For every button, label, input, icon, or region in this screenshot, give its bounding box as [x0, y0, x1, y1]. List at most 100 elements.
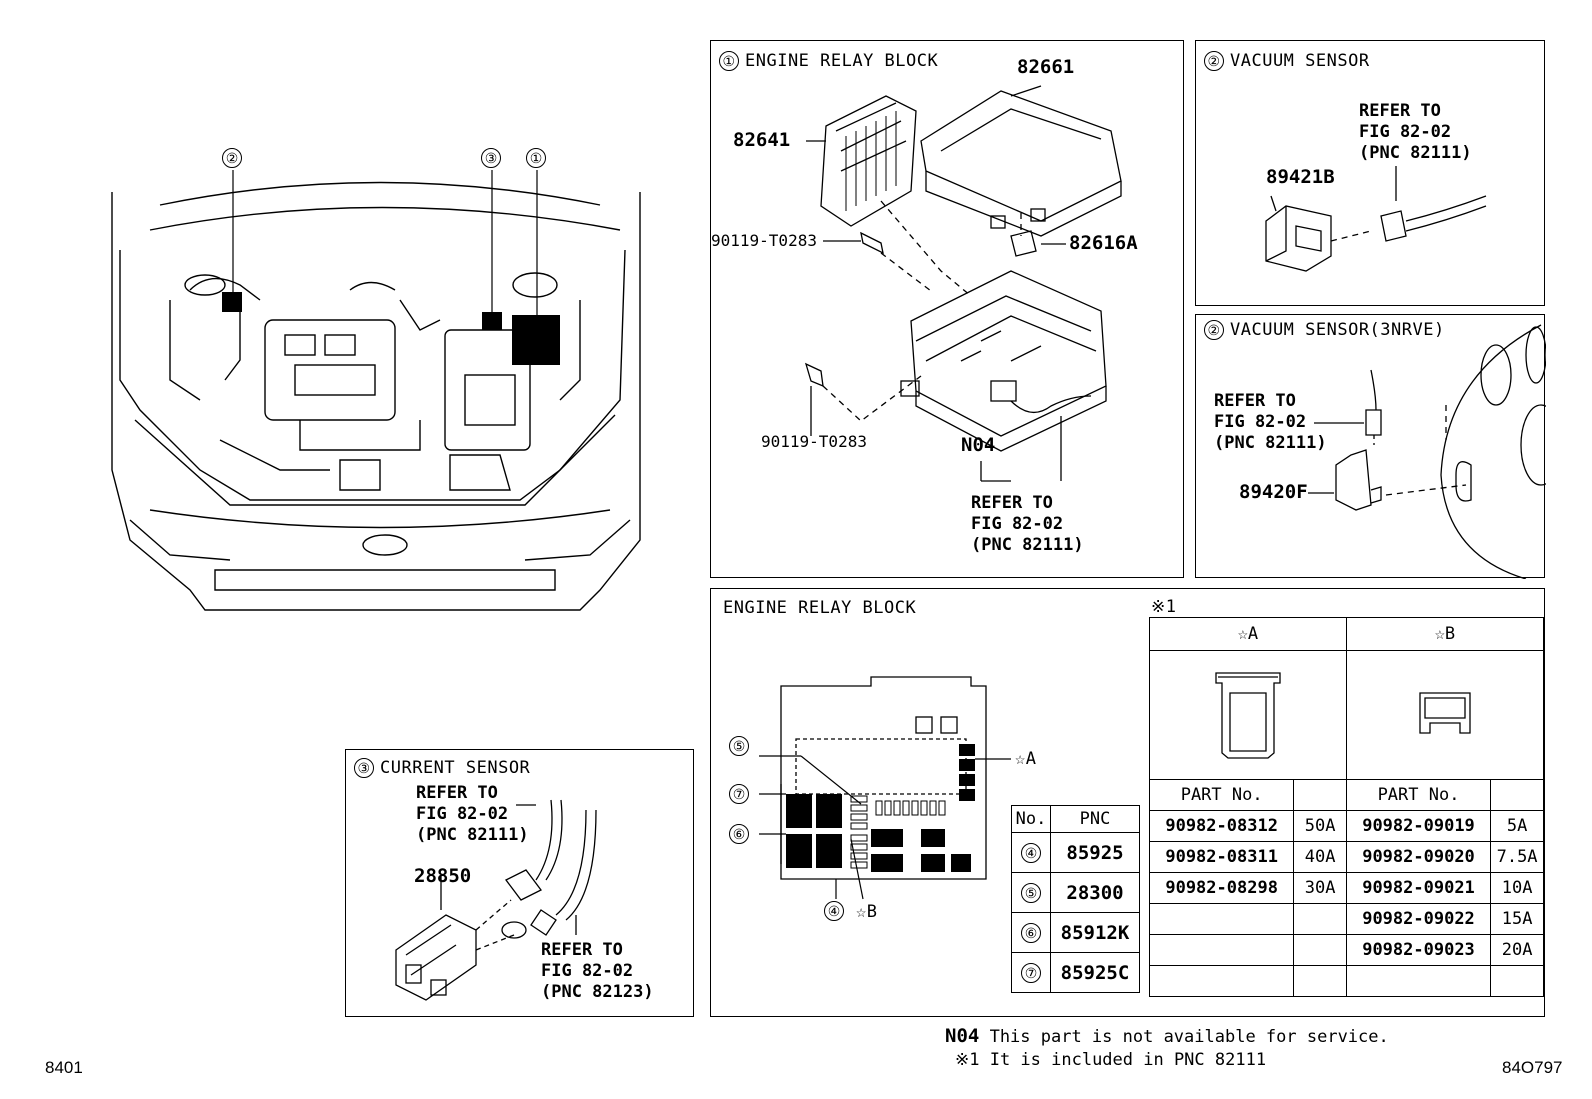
panel-title-text: VACUUM SENSOR(3NRVE) [1230, 320, 1445, 340]
fuse-b-part: 90982-09021 [1345, 872, 1492, 904]
vacuum-sensor-drawing [1265, 166, 1487, 272]
table-row: 90982-08312 50A 90982-09019 5A [1148, 810, 1544, 842]
table-row: 90982-09022 15A [1148, 903, 1544, 935]
amp-header-a [1293, 779, 1347, 811]
fuse-a-part: 90982-08311 [1148, 841, 1295, 873]
callout-circle-7: ⑦ [729, 783, 749, 804]
pnc-circle: ⑦ [1021, 962, 1041, 983]
callout-circle-5: ⑤ [729, 735, 749, 756]
fuse-b-part: 90982-09020 [1345, 841, 1492, 873]
fuse-b-amp [1490, 965, 1544, 997]
part-number-bolt-bottom: 90119-T0283 [761, 432, 867, 451]
pnc-header-row: No. PNC [1011, 805, 1140, 833]
fuse-header-row: ☆A ☆B [1149, 617, 1545, 651]
part-no-header-a: PART No. [1148, 779, 1295, 811]
fuse-a-amp: 30A [1293, 872, 1347, 904]
engine-callout-1: ① [526, 147, 552, 168]
fuse-image-row [1149, 650, 1545, 780]
fuse-a-part [1148, 903, 1295, 935]
fuse-table: ☆A ☆B [1148, 617, 1545, 997]
fuse-b-part [1345, 965, 1492, 997]
fuse-col-a-header: ☆A [1149, 617, 1347, 651]
part-number-82641: 82641 [733, 129, 791, 151]
footer-left-code: 8401 [45, 1058, 83, 1077]
current-sensor-drawing [395, 799, 597, 1001]
panel-title: ③ CURRENT SENSOR [354, 758, 530, 778]
pnc-value: 28300 [1050, 872, 1140, 913]
engine-callout-3: ③ [481, 147, 507, 168]
pnc-value: 85925C [1050, 952, 1140, 993]
fuse-a-amp [1293, 903, 1347, 935]
table-row: 90982-08298 30A 90982-09021 10A [1148, 872, 1544, 904]
fuse-b-amp: 20A [1490, 934, 1544, 966]
callout-circle-3: ③ [481, 147, 501, 168]
pnc-no: ⑤ [1011, 872, 1051, 913]
fuse-a-amp [1293, 965, 1347, 997]
star-b-label: ☆B [856, 902, 878, 922]
fuse-b-amp: 15A [1490, 903, 1544, 935]
fuse-a-icon [1215, 671, 1281, 759]
panel-title: ② VACUUM SENSOR(3NRVE) [1204, 320, 1445, 340]
panel-number: ② [1204, 320, 1224, 340]
part-number-89421b: 89421B [1266, 166, 1335, 188]
table-row [1148, 965, 1544, 997]
part-number-82616a: 82616A [1069, 232, 1138, 254]
pnc-no: ④ [1011, 832, 1051, 873]
layout-callout-6: ⑥ [729, 823, 755, 844]
fuse-a-part: 90982-08312 [1148, 810, 1295, 842]
footer-note1: ※1 It is included in PNC 82111 [955, 1050, 1267, 1070]
table-row: ⑥ 85912K [1011, 912, 1140, 953]
pnc-header-pnc: PNC [1050, 805, 1140, 833]
part-number-bolt-top: 90119-T0283 [711, 231, 817, 250]
footer-right-code: 84O797 [1502, 1058, 1563, 1077]
panel-number: ③ [354, 758, 374, 778]
part-no-header-b: PART No. [1345, 779, 1492, 811]
fuse-b-image-cell [1345, 650, 1545, 780]
layout-callout-5: ⑤ [729, 735, 755, 756]
fuse-b-part: 90982-09022 [1345, 903, 1492, 935]
fuse-b-part: 90982-09023 [1345, 934, 1492, 966]
fuse-b-icon [1419, 691, 1471, 734]
refer-note: REFER TO FIG 82-02 (PNC 82111) [1359, 101, 1472, 163]
pnc-table: No. PNC ④ 85925 ⑤ 28300 ⑥ 85912K ⑦ 85925… [1011, 805, 1140, 993]
vacuum-3nrve-drawing [1308, 324, 1546, 579]
refer-note-bottom: REFER TO FIG 82-02 (PNC 82123) [541, 940, 654, 1002]
panel-title-text: ENGINE RELAY BLOCK [745, 51, 939, 71]
callout-circle-1: ① [526, 147, 546, 168]
footer-n04-note: N04 This part is not available for servi… [945, 1025, 1389, 1047]
fuse-b-amp: 10A [1490, 872, 1544, 904]
relay-block-drawing [804, 85, 1122, 482]
pnc-value: 85912K [1050, 912, 1140, 953]
callout-circle-4: ④ [824, 900, 844, 921]
fuse-a-part [1148, 965, 1295, 997]
part-number-89420f: 89420F [1239, 481, 1308, 503]
pnc-circle: ⑤ [1021, 882, 1041, 903]
pnc-circle: ⑥ [1021, 922, 1041, 943]
refer-note-top: REFER TO FIG 82-02 (PNC 82111) [416, 783, 529, 845]
table-row: ⑤ 28300 [1011, 872, 1140, 913]
fuse-b-amp: 5A [1490, 810, 1544, 842]
part-number-n04: N04 [961, 434, 996, 456]
fuse-b-amp: 7.5A [1490, 841, 1544, 873]
table-row: ⑦ 85925C [1011, 952, 1140, 993]
layout-callout-7: ⑦ [729, 783, 755, 804]
fuse-col-b-header: ☆B [1345, 617, 1545, 651]
relay-layout-drawing [759, 676, 1011, 900]
fuse-a-part [1148, 934, 1295, 966]
callout-circle-2: ② [222, 147, 242, 168]
callout-circle-6: ⑥ [729, 823, 749, 844]
refer-note: REFER TO FIG 82-02 (PNC 82111) [971, 493, 1084, 555]
panel-title: ENGINE RELAY BLOCK [723, 598, 917, 618]
fuse-a-part: 90982-08298 [1148, 872, 1295, 904]
fuse-a-image-cell [1149, 650, 1347, 780]
relay-layout-panel: ENGINE RELAY BLOCK ※1 [710, 588, 1545, 1017]
panel-title-text: CURRENT SENSOR [380, 758, 531, 778]
star-a-label: ☆A [1015, 749, 1037, 769]
pnc-no: ⑦ [1011, 952, 1051, 993]
refer-note: REFER TO FIG 82-02 (PNC 82111) [1214, 391, 1327, 453]
engine-callout-2: ② [222, 147, 248, 168]
